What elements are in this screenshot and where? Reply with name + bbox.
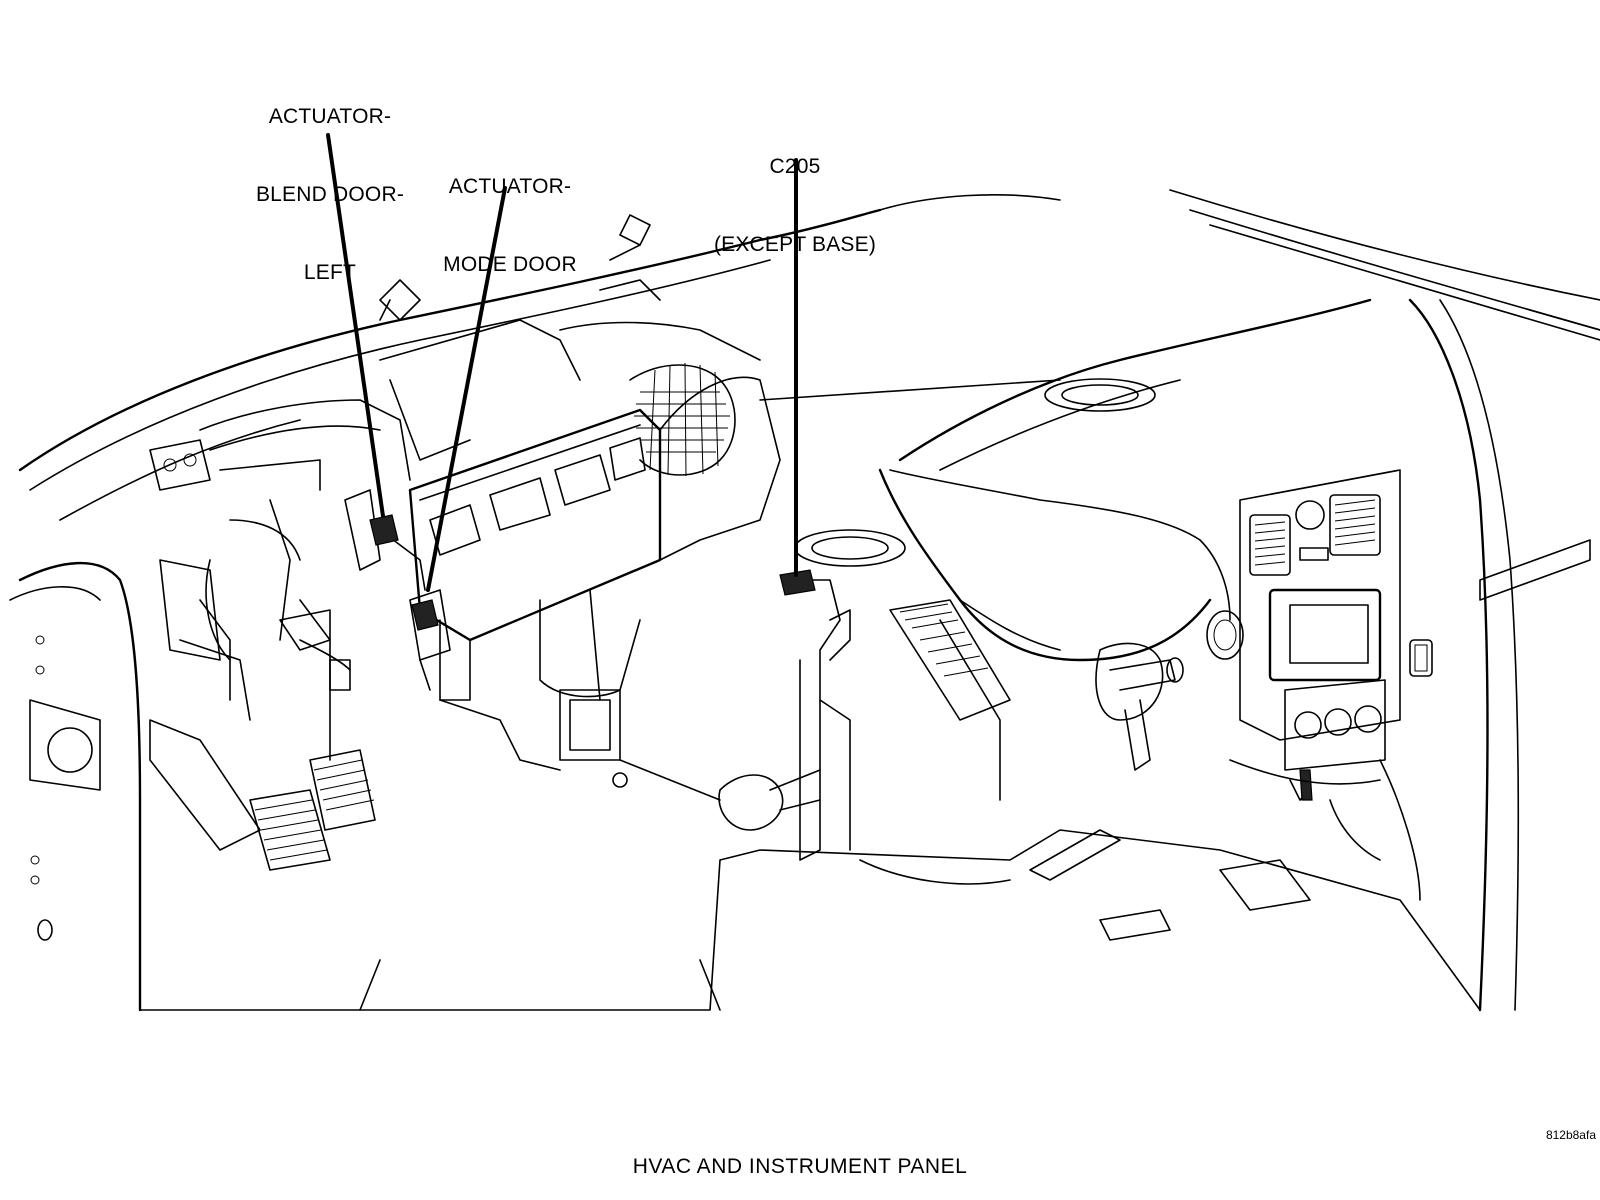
- callout-blend-door-left: ACTUATOR- BLEND DOOR- LEFT: [240, 52, 420, 312]
- passenger-lower-panel: [1229, 759, 1421, 901]
- callout-blend-door-left-line-2: BLEND DOOR-: [255, 183, 405, 206]
- callout-c205-line-2: (EXCEPT BASE): [713, 233, 877, 256]
- callout-c205-line-1: C205: [769, 155, 821, 178]
- figure-code: 812b8afa: [1545, 1128, 1596, 1142]
- cluster-hood: [878, 468, 1244, 801]
- cowl-outline: [18, 189, 1600, 521]
- blend-door-actuator: [344, 489, 426, 591]
- hvac-module: [408, 362, 781, 788]
- leader-mode-door: [426, 186, 507, 592]
- instrument-panel-top: [759, 298, 1372, 621]
- right-door-pillar: [1408, 298, 1600, 1012]
- center-support-bracket: [718, 569, 851, 861]
- callout-c205: C205 (EXCEPT BASE): [705, 102, 885, 284]
- mode-door-actuator: [409, 589, 451, 691]
- callout-blend-door-left-line-1: ACTUATOR-: [268, 105, 392, 128]
- callout-mode-door-line-1: ACTUATOR-: [448, 175, 572, 198]
- steering-column: [1095, 642, 1184, 771]
- duct-work: [199, 214, 761, 481]
- floor-tunnel: [139, 699, 1481, 1011]
- pedal-assembly: [149, 559, 376, 871]
- callout-mode-door: ACTUATOR- MODE DOOR: [430, 122, 590, 304]
- leader-lines: [326, 133, 798, 592]
- center-stack: [1239, 469, 1401, 801]
- left-bracket-area: [149, 439, 321, 661]
- callout-mode-door-line-2: MODE DOOR: [443, 253, 577, 276]
- figure-caption: HVAC AND INSTRUMENT PANEL: [632, 1155, 968, 1178]
- leader-blend-door-left: [326, 133, 387, 532]
- callout-blend-door-left-line-3: LEFT: [303, 261, 357, 284]
- left-door-pillar: [9, 561, 142, 1012]
